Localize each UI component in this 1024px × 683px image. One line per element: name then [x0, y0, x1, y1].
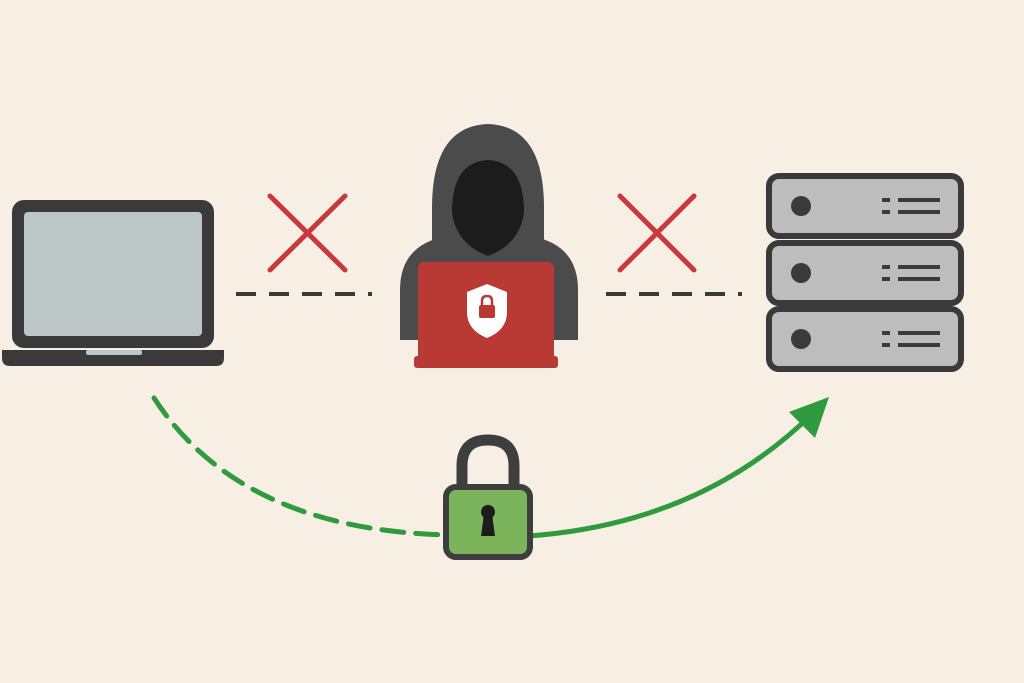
shield-lock-icon — [467, 284, 507, 338]
laptop-screen — [24, 212, 202, 336]
hacker-face — [452, 160, 524, 256]
hooded-hacker-icon — [400, 124, 578, 368]
server-unit-top — [766, 173, 964, 239]
server-unit-middle — [766, 240, 964, 306]
red-x-icon — [267, 193, 348, 273]
keyhole-icon — [481, 505, 495, 536]
laptop-base — [2, 350, 224, 366]
laptop-icon — [2, 200, 224, 366]
server-unit-bottom — [766, 306, 964, 372]
hacker-laptop-base — [414, 356, 558, 368]
server-rack-icon — [766, 173, 964, 372]
secure-path-dashed — [151, 395, 451, 538]
padlock-shackle — [456, 434, 520, 494]
padlock-icon — [443, 434, 533, 560]
laptop-notch — [86, 350, 142, 355]
secure-path-solid — [525, 411, 815, 539]
arrow-head — [789, 397, 829, 438]
red-x-icon — [617, 193, 697, 273]
